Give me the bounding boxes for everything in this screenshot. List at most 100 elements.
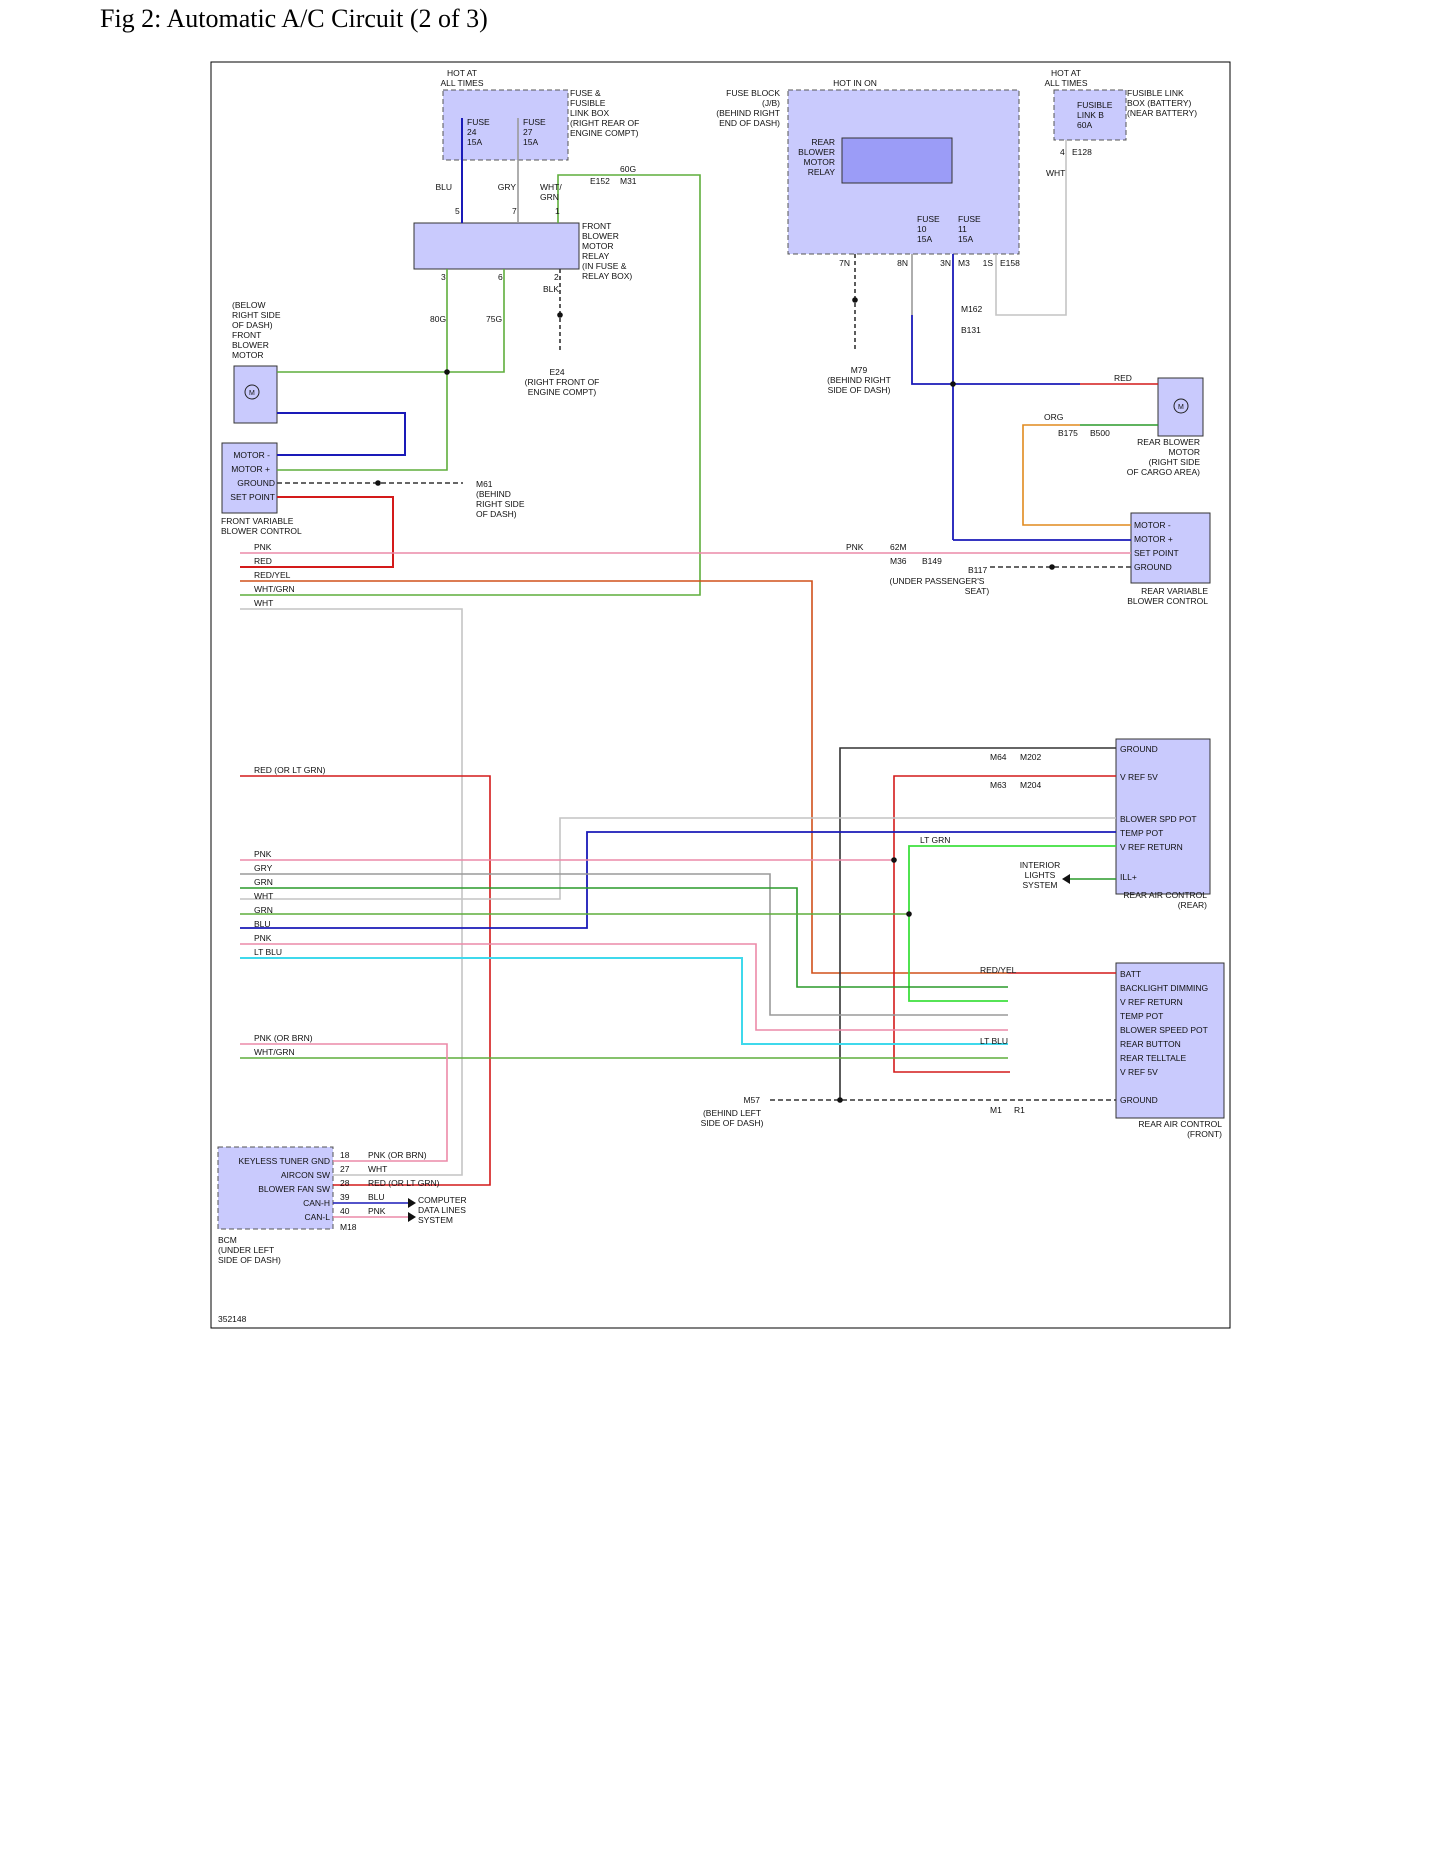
- label-e128: E128: [1072, 147, 1092, 157]
- label-fb4: END OF DASH): [719, 118, 780, 128]
- wire-whtgrn-motorplus: [277, 372, 448, 471]
- label-flb1: FUSIBLE: [1077, 100, 1113, 110]
- label-blk: BLK: [543, 284, 559, 294]
- diagram-frame: [210, 61, 1231, 1329]
- splice-8: [557, 312, 563, 318]
- label-blu: BLU: [435, 182, 452, 192]
- label-bus10: WHT: [254, 891, 273, 901]
- wire-pnk-15: [240, 1043, 448, 1162]
- label-racf_bsp: BLOWER SPEED POT: [1120, 1025, 1208, 1035]
- rear-air-control-rear: [1115, 738, 1211, 895]
- fuse-link-box: [442, 89, 569, 161]
- rv-motor-minus-label: MOTOR -: [1134, 520, 1171, 530]
- wire-whtgrn-relay6: [447, 269, 505, 373]
- label-rac_ill: ILL+: [1120, 872, 1137, 882]
- label-racf_batt: BATT: [1120, 969, 1141, 979]
- label-p27: 27: [340, 1164, 350, 1174]
- label-flbox4: (RIGHT REAR OF: [570, 118, 639, 128]
- label-bcm_w27: WHT: [368, 1164, 387, 1174]
- label-il2: LIGHTS: [1025, 870, 1056, 880]
- label-bus16: WHT/GRN: [254, 1047, 295, 1057]
- label-racf_vrr: V REF RETURN: [1120, 997, 1183, 1007]
- label-m63: M63: [990, 780, 1007, 790]
- label-fuse11: FUSE: [958, 214, 981, 224]
- label-racf_bd: BACKLIGHT DIMMING: [1120, 983, 1208, 993]
- label-rac_ground: GROUND: [1120, 744, 1158, 754]
- label-bus14: LT BLU: [254, 947, 282, 957]
- fv-motor-minus-label: MOTOR -: [233, 450, 270, 460]
- label-e158: E158: [1000, 258, 1020, 268]
- label-p1: 1: [555, 206, 560, 216]
- front-motor-symbol: [244, 384, 260, 400]
- wire-red-setpoint: [240, 496, 394, 568]
- label-p3: 3: [441, 272, 446, 282]
- label-hot1b: ALL TIMES: [441, 78, 484, 88]
- label-rac_tp: TEMP POT: [1120, 828, 1163, 838]
- label-b500: B500: [1090, 428, 1110, 438]
- label-m61b: (BEHIND: [476, 489, 511, 499]
- wire-blu-rear: [911, 315, 1080, 385]
- wire-ltgrn-vrr: [908, 845, 1116, 1002]
- label-b175: B175: [1058, 428, 1078, 438]
- label-grn: GRN: [540, 192, 559, 202]
- front-variable-blower-control: [221, 442, 278, 514]
- wire-whtgrn-60g: [240, 174, 701, 596]
- label-m1: M1: [990, 1105, 1002, 1115]
- label-fb3: (BEHIND RIGHT: [716, 108, 780, 118]
- label-bus3: RED/YEL: [254, 570, 291, 580]
- label-p6: 6: [498, 272, 503, 282]
- rear-blower-motor: [1157, 377, 1204, 437]
- label-r1: R1: [1014, 1105, 1025, 1115]
- label-bus2: RED: [254, 556, 272, 566]
- splice-7: [852, 297, 858, 303]
- label-fuse24: FUSE: [467, 117, 490, 127]
- wire-gry-8: [240, 873, 1008, 1016]
- label-p40: 40: [340, 1206, 350, 1216]
- label-bcm_w28: RED (OR LT GRN): [368, 1178, 440, 1188]
- label-rac_vref: V REF 5V: [1120, 772, 1158, 782]
- label-fb1: FUSE BLOCK: [726, 88, 780, 98]
- label-pnk: PNK: [846, 542, 864, 552]
- wire-red-vref: [893, 775, 1116, 1073]
- label-flbx3: (NEAR BATTERY): [1127, 108, 1197, 118]
- label-ltblu: LT BLU: [980, 1036, 1008, 1046]
- fv-setpoint-label: SET POINT: [230, 492, 275, 502]
- wire-org-rear: [1022, 424, 1131, 526]
- wire-red-6: [240, 775, 491, 1186]
- label-bus8: GRY: [254, 863, 273, 873]
- label-g60: 60G: [620, 164, 636, 174]
- label-flbox2: FUSIBLE: [570, 98, 606, 108]
- label-flb3: 60A: [1077, 120, 1092, 130]
- label-fvbc1: FRONT VARIABLE: [221, 516, 294, 526]
- splice-3: [1049, 564, 1055, 570]
- label-fuse10: FUSE: [917, 214, 940, 224]
- label-hot2: HOT IN ON: [833, 78, 877, 88]
- label-flbox5: ENGINE COMPT): [570, 128, 639, 138]
- label-rvbc1: REAR VARIABLE: [1141, 586, 1208, 596]
- label-flb2: LINK B: [1077, 110, 1104, 120]
- label-rbm1: REAR BLOWER: [1137, 437, 1200, 447]
- label-fbm3: OF DASH): [232, 320, 273, 330]
- label-org: ORG: [1044, 412, 1063, 422]
- label-il1: INTERIOR: [1020, 860, 1061, 870]
- label-p39: 39: [340, 1192, 350, 1202]
- label-fuse11c: 15A: [958, 234, 973, 244]
- wire-bus5: [240, 608, 463, 1176]
- rear-blower-motor-relay: [841, 137, 953, 184]
- splice-5: [906, 911, 912, 917]
- label-racf_rb: REAR BUTTON: [1120, 1039, 1181, 1049]
- label-m18: M18: [340, 1222, 357, 1232]
- label-m79b: (BEHIND RIGHT: [827, 375, 891, 385]
- label-e24a: E24: [549, 367, 564, 377]
- label-bus6: RED (OR LT GRN): [254, 765, 326, 775]
- label-bus4: WHT/GRN: [254, 584, 295, 594]
- label-flbox1: FUSE &: [570, 88, 601, 98]
- rear-motor-symbol: [1173, 398, 1189, 414]
- label-rac_bsp: BLOWER SPD POT: [1120, 814, 1197, 824]
- label-racf_vref: V REF 5V: [1120, 1067, 1158, 1077]
- label-fbmr4: RELAY: [582, 251, 610, 261]
- label-bus9: GRN: [254, 877, 273, 887]
- rear-air-control-front: [1115, 962, 1225, 1119]
- label-wht1: WHT: [1046, 168, 1065, 178]
